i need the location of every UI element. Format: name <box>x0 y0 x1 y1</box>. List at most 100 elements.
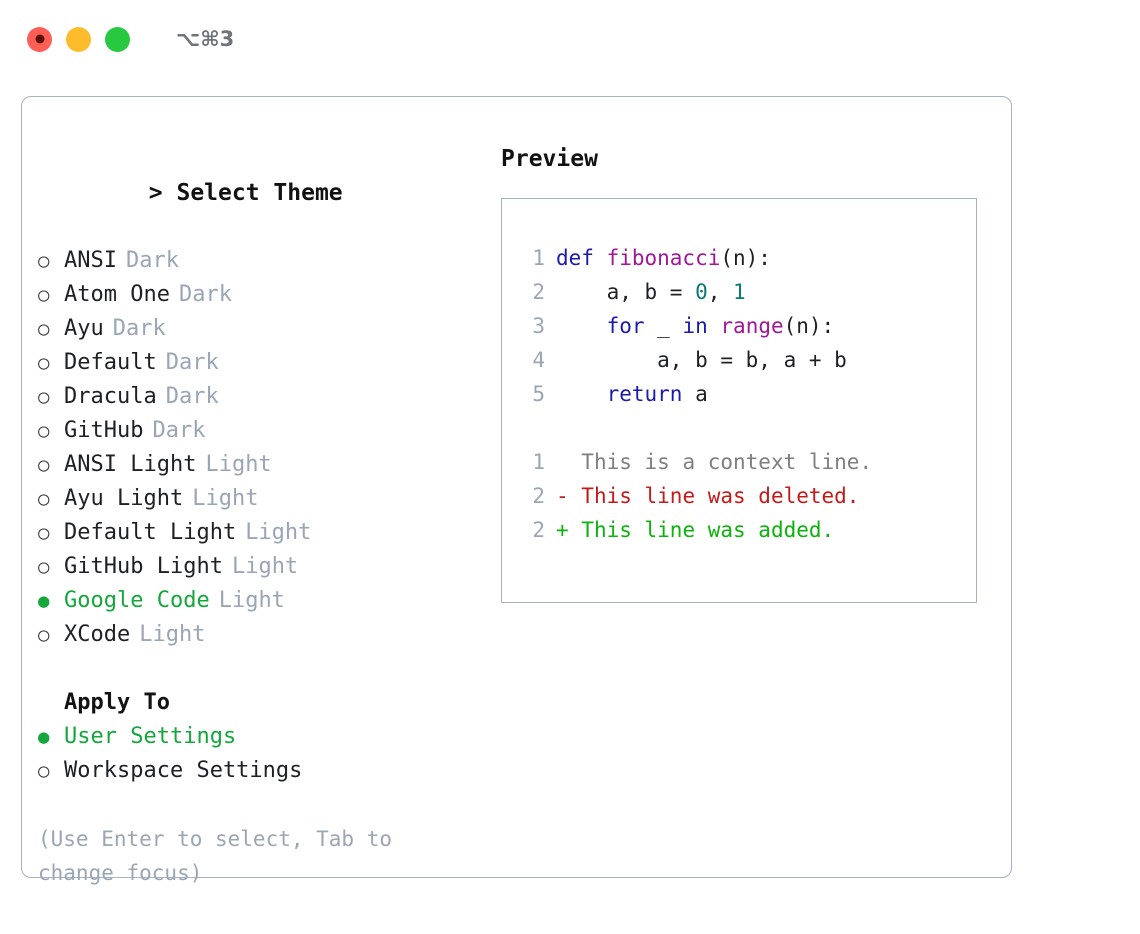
code-token-kw: def <box>556 246 607 270</box>
code-token-kw: in <box>682 314 708 338</box>
line-number: 2 <box>532 518 545 542</box>
code-token-kw: for <box>606 314 645 338</box>
radio-unselected-icon: ○ <box>38 352 50 374</box>
code-token-pl: (n): <box>720 246 771 270</box>
select-theme-label: Select Theme <box>176 180 343 206</box>
theme-variant-badge: Light <box>245 520 312 545</box>
code-line: 3 for _ in range(n): <box>515 309 968 343</box>
radio-unselected-icon: ○ <box>38 760 50 782</box>
apply-option-label: User Settings <box>64 724 237 749</box>
diff-line-add: 2 + This line was added. <box>515 513 968 547</box>
theme-variant-badge: Light <box>218 588 285 613</box>
code-token-pl <box>556 314 607 338</box>
diff-marker: + <box>556 518 582 542</box>
theme-option-label: GitHub Light <box>64 554 223 579</box>
code-token-pl: a <box>682 382 708 406</box>
diff-line-del: 2- This line was deleted. <box>515 479 968 513</box>
code-token-pl: , <box>707 280 734 304</box>
diff-line-text: This line was deleted. <box>581 484 860 508</box>
apply-option-user-settings[interactable]: ● User Settings <box>38 720 488 754</box>
window-title: ⌥⌘3 <box>176 27 235 51</box>
theme-variant-badge: Light <box>205 452 272 477</box>
code-token-num: 1 <box>733 280 746 304</box>
line-number: 5 <box>532 382 545 406</box>
radio-unselected-icon: ○ <box>38 386 50 408</box>
theme-option-label: Dracula <box>64 384 157 409</box>
code-token-pl: _ <box>644 314 683 338</box>
code-line: 1 def fibonacci(n): <box>515 241 968 275</box>
theme-option-default-light[interactable]: ○ Default Light Light <box>38 516 488 550</box>
theme-option-github-light[interactable]: ○ GitHub Light Light <box>38 550 488 584</box>
line-number: 3 <box>532 314 545 338</box>
theme-variant-badge: Light <box>192 486 259 511</box>
minimize-icon[interactable] <box>66 26 91 52</box>
apply-to-heading: Apply To <box>64 690 170 715</box>
radio-unselected-icon: ○ <box>38 420 50 442</box>
maximize-icon[interactable] <box>105 26 130 52</box>
diff-line-text: This is a context line. <box>581 450 873 474</box>
traffic-light-group <box>27 26 130 52</box>
code-diff-spacer <box>515 411 968 445</box>
theme-option-label: ANSI <box>64 248 117 273</box>
theme-option-label: Ayu Light <box>64 486 184 511</box>
close-icon[interactable] <box>27 26 52 52</box>
prompt-caret: > <box>148 180 177 206</box>
theme-variant-badge: Dark <box>112 316 166 341</box>
diff-marker: - <box>556 484 582 508</box>
theme-option-label: ANSI Light <box>64 452 197 477</box>
diff-line-text: This line was added. <box>581 518 835 542</box>
code-line: 4 a, b = b, a + b <box>515 343 968 377</box>
radio-selected-icon: ● <box>38 590 50 612</box>
radio-unselected-icon: ○ <box>38 624 50 646</box>
theme-variant-badge: Light <box>231 554 299 579</box>
line-number: 1 <box>532 246 545 270</box>
radio-unselected-icon: ○ <box>38 556 50 578</box>
apply-option-label: Workspace Settings <box>64 758 303 783</box>
theme-variant-badge: Light <box>139 622 206 647</box>
theme-option-label: Atom One <box>64 282 170 307</box>
code-token-pl <box>708 314 721 338</box>
theme-variant-badge: Dark <box>152 418 206 443</box>
code-line-text: a, b = b, a + b <box>556 343 847 377</box>
keyboard-hint-text: (Use Enter to select, Tab to change focu… <box>38 827 405 885</box>
code-token-num: 0 <box>695 280 708 304</box>
theme-variant-badge: Dark <box>165 350 219 375</box>
radio-unselected-icon: ○ <box>38 318 50 340</box>
code-line-text: return a <box>556 377 708 411</box>
diff-sample-block: 1 This is a context line.2- This line wa… <box>515 445 968 547</box>
diff-marker <box>556 445 581 479</box>
apply-option-workspace-settings[interactable]: ○ Workspace Settings <box>38 754 488 788</box>
theme-option-github[interactable]: ○ GitHub Dark <box>38 414 488 448</box>
code-token-pl: a, b = b, a + b <box>556 348 847 372</box>
diff-line-ctx: 1 This is a context line. <box>515 445 968 479</box>
radio-unselected-icon: ○ <box>38 284 50 306</box>
code-line-text: def fibonacci(n): <box>556 241 771 275</box>
radio-unselected-icon: ○ <box>38 522 50 544</box>
radio-selected-icon: ● <box>38 726 50 748</box>
line-number: 1 <box>532 450 545 474</box>
theme-option-label: Default Light <box>64 520 237 545</box>
theme-variant-badge: Dark <box>178 282 232 307</box>
theme-option-atom-one[interactable]: ○ Atom One Dark <box>38 278 488 312</box>
radio-unselected-icon: ○ <box>38 250 50 272</box>
list-spacer <box>38 652 488 686</box>
line-number: 2 <box>532 484 545 508</box>
code-line: 5 return a <box>515 377 968 411</box>
apply-options-list: ● User Settings ○ Workspace Settings <box>38 720 488 788</box>
line-number: 2 <box>532 280 545 304</box>
theme-option-label: GitHub <box>64 418 144 443</box>
code-token-fn: range <box>720 314 784 338</box>
